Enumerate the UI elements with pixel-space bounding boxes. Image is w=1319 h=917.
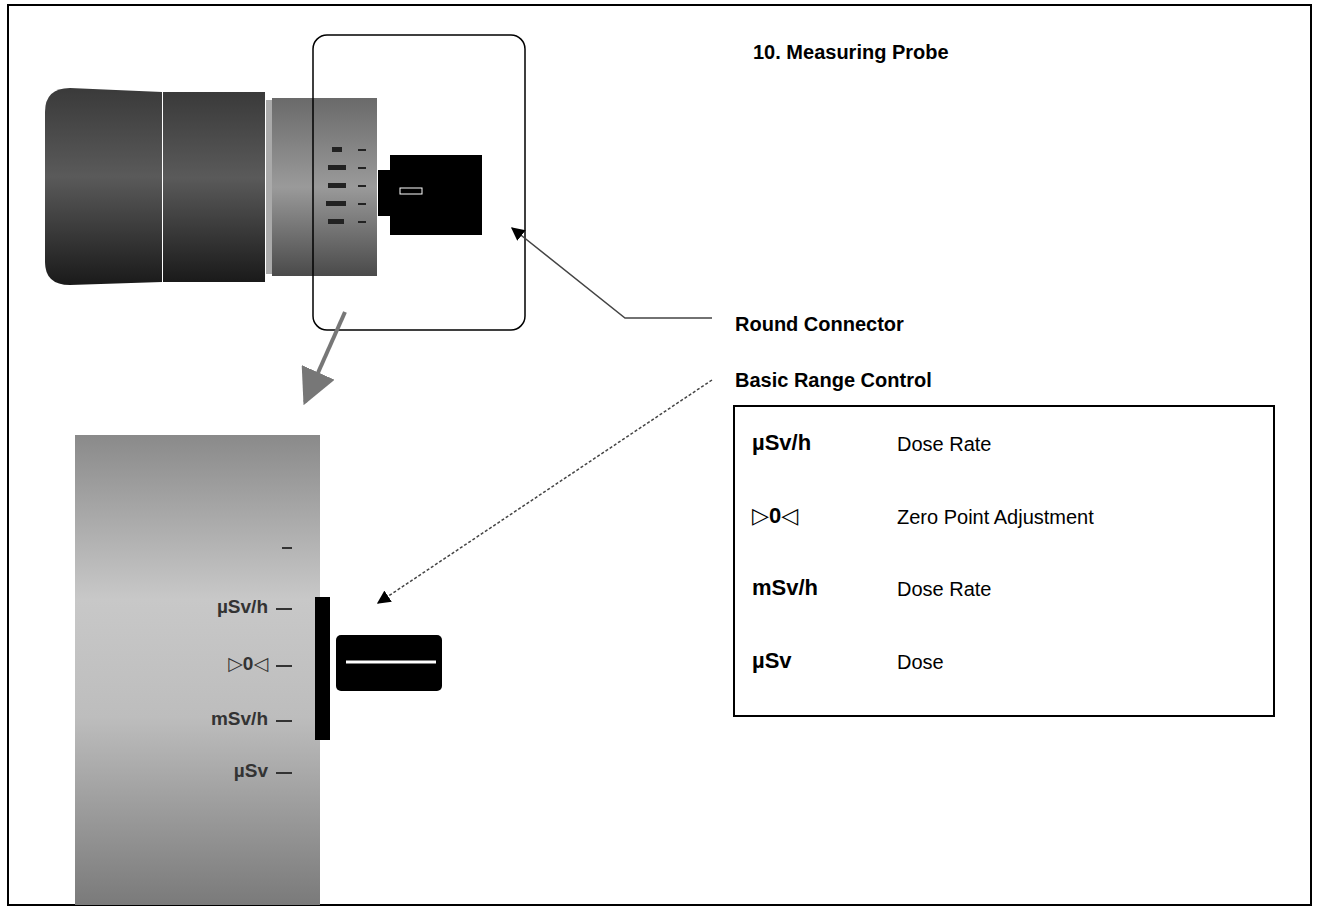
table-cell: Dose	[897, 650, 944, 674]
range-control-bar	[315, 597, 330, 740]
range-ring	[272, 98, 377, 276]
table-cell: µSv/h	[752, 430, 811, 456]
table-cell: Zero Point Adjustment	[897, 505, 1094, 529]
probe-cap	[45, 88, 162, 285]
dial-marking: mSv/h	[211, 708, 268, 731]
table-cell: ▷0◁	[752, 503, 798, 529]
outer-frame	[8, 5, 1311, 905]
dial-marking: µSv/h	[217, 596, 268, 619]
table-cell: mSv/h	[752, 575, 818, 601]
figure-title: 10. Measuring Probe	[753, 40, 949, 64]
zoom-frame	[313, 35, 525, 330]
zoom-panel	[75, 435, 320, 905]
table-cell: µSv	[752, 648, 792, 674]
table-cell: Dose Rate	[897, 432, 992, 456]
dial-marking: µSv	[234, 760, 268, 783]
legend-table	[733, 405, 1275, 717]
dial-marking: ▷0◁	[228, 653, 268, 676]
round-connector	[390, 155, 482, 235]
range-control-knob	[336, 635, 442, 691]
part-label: Basic Range Control	[735, 368, 932, 392]
table-cell: Dose Rate	[897, 577, 992, 601]
probe-body	[163, 92, 265, 282]
part-label: Round Connector	[735, 312, 904, 336]
